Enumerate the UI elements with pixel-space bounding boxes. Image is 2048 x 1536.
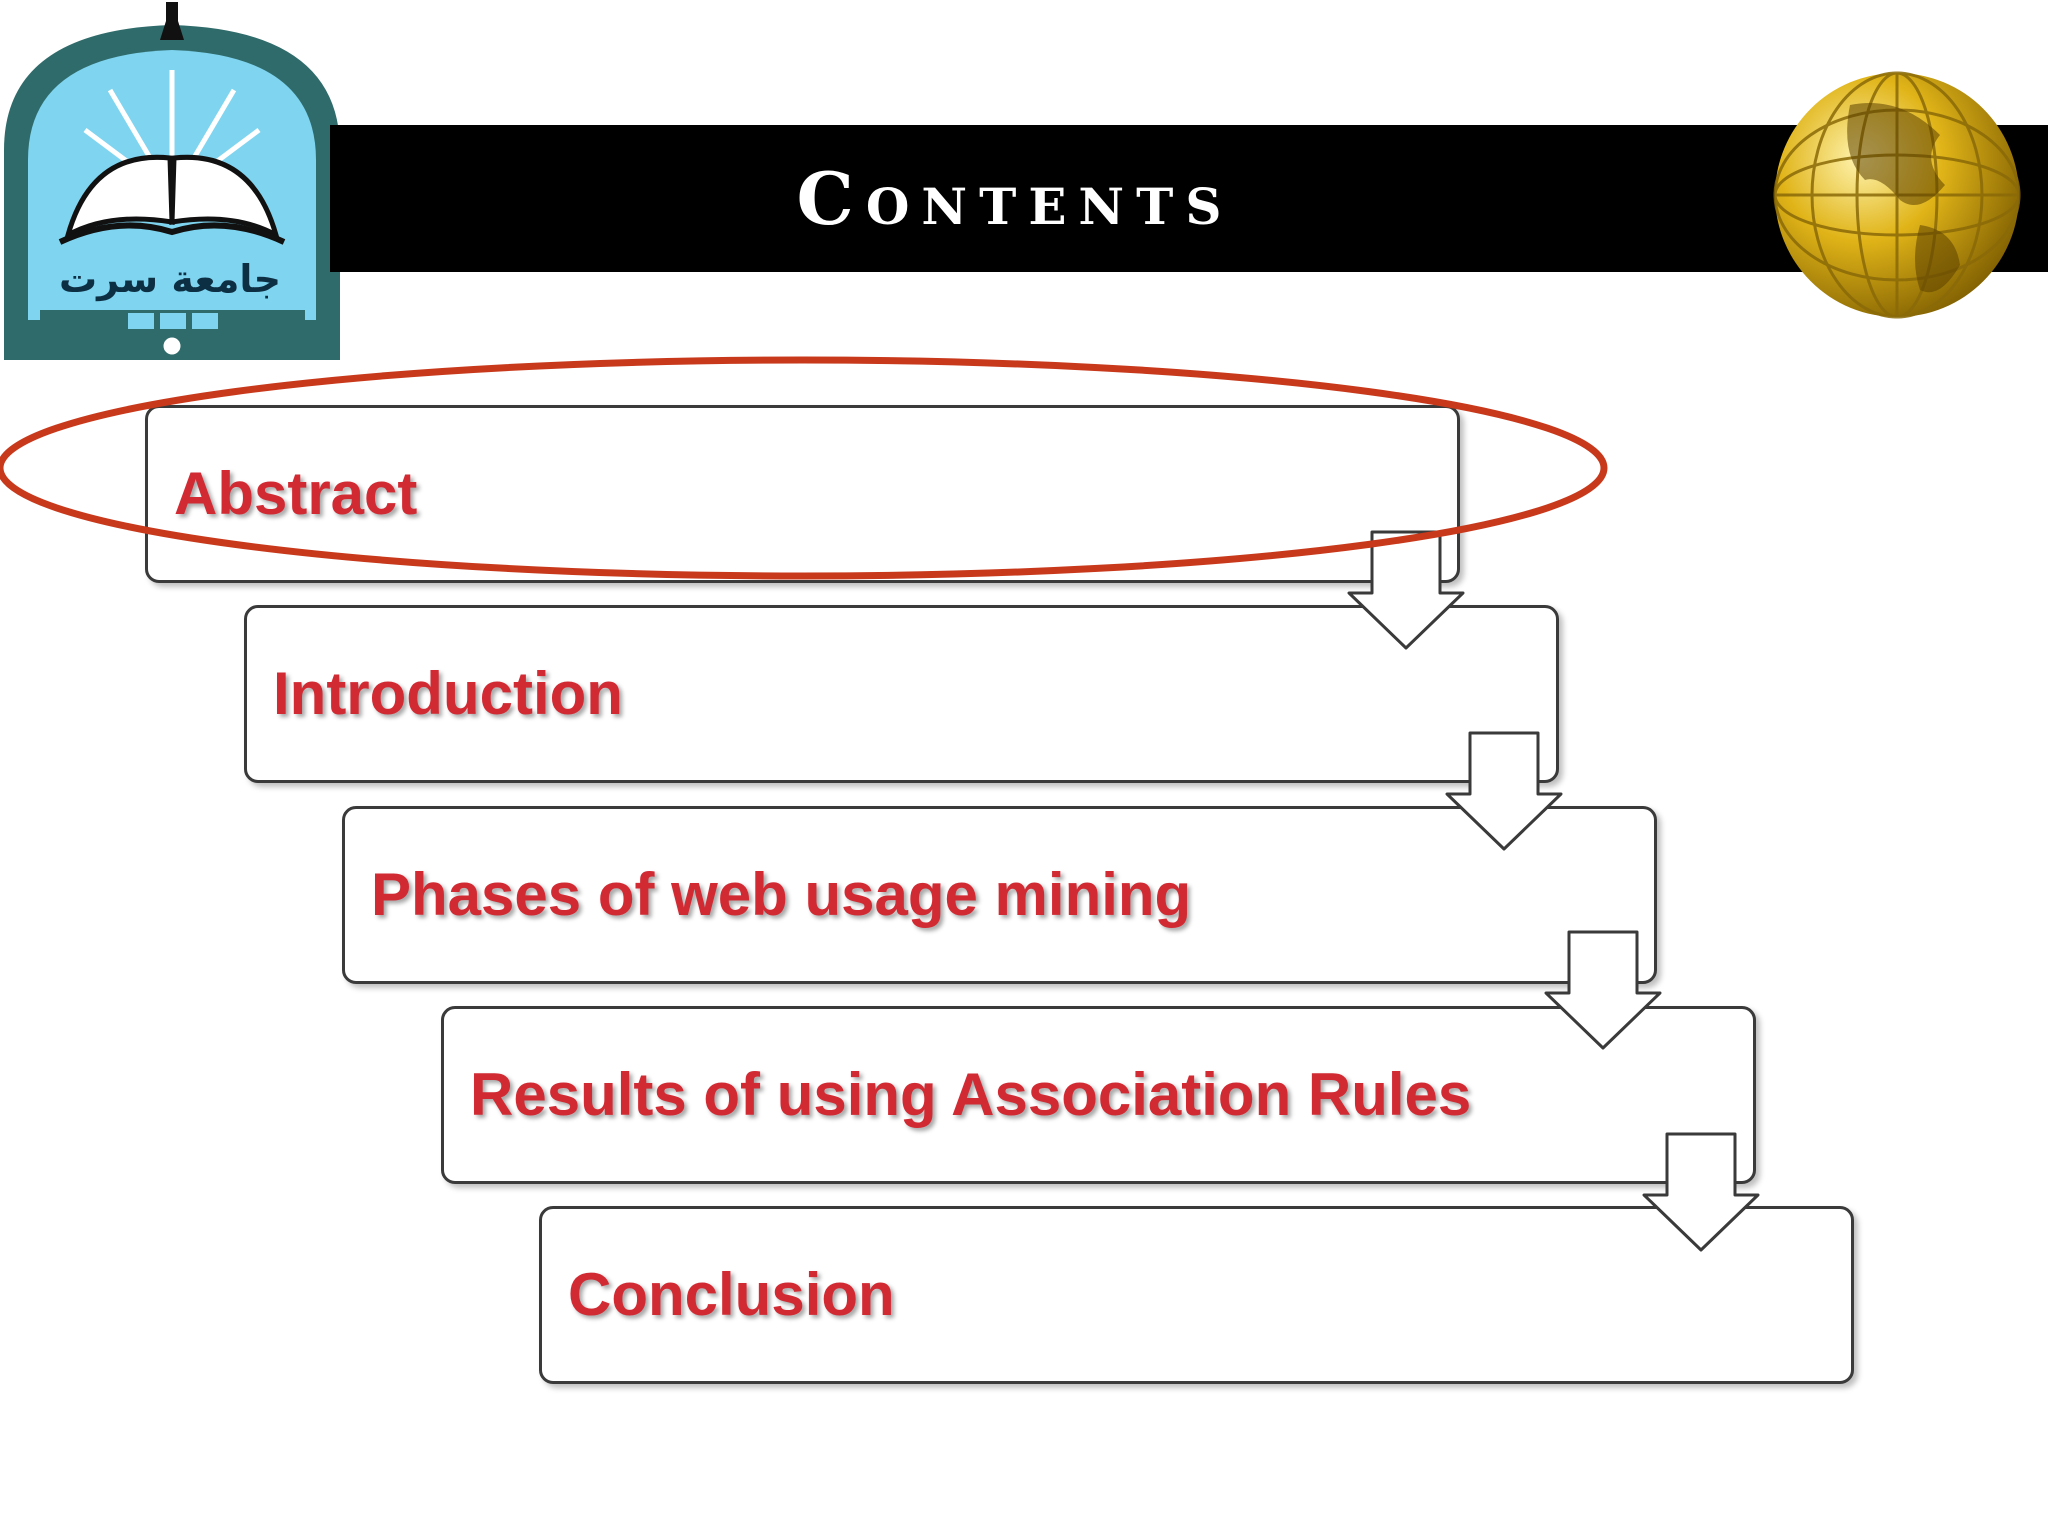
step-box-results[interactable]: Results of using Association Rules bbox=[441, 1006, 1756, 1184]
step-label: Conclusion bbox=[568, 1261, 895, 1328]
university-logo-icon: جامعة سرت bbox=[4, 2, 340, 360]
title-bar: Contents bbox=[330, 125, 2048, 272]
step-box-introduction[interactable]: Introduction bbox=[244, 605, 1559, 783]
step-label: Introduction bbox=[273, 660, 623, 727]
step-label: Results of using Association Rules bbox=[470, 1061, 1472, 1128]
step-box-phases[interactable]: Phases of web usage mining bbox=[342, 806, 1657, 984]
step-box-conclusion[interactable]: Conclusion bbox=[539, 1206, 1854, 1384]
logo-caption: جامعة سرت bbox=[59, 257, 281, 301]
page-title: Contents bbox=[796, 156, 1234, 241]
step-label: Abstract bbox=[174, 460, 418, 527]
gold-globe-icon bbox=[1773, 71, 2021, 319]
step-label: Phases of web usage mining bbox=[371, 861, 1192, 928]
step-box-abstract[interactable]: Abstract bbox=[145, 405, 1460, 583]
